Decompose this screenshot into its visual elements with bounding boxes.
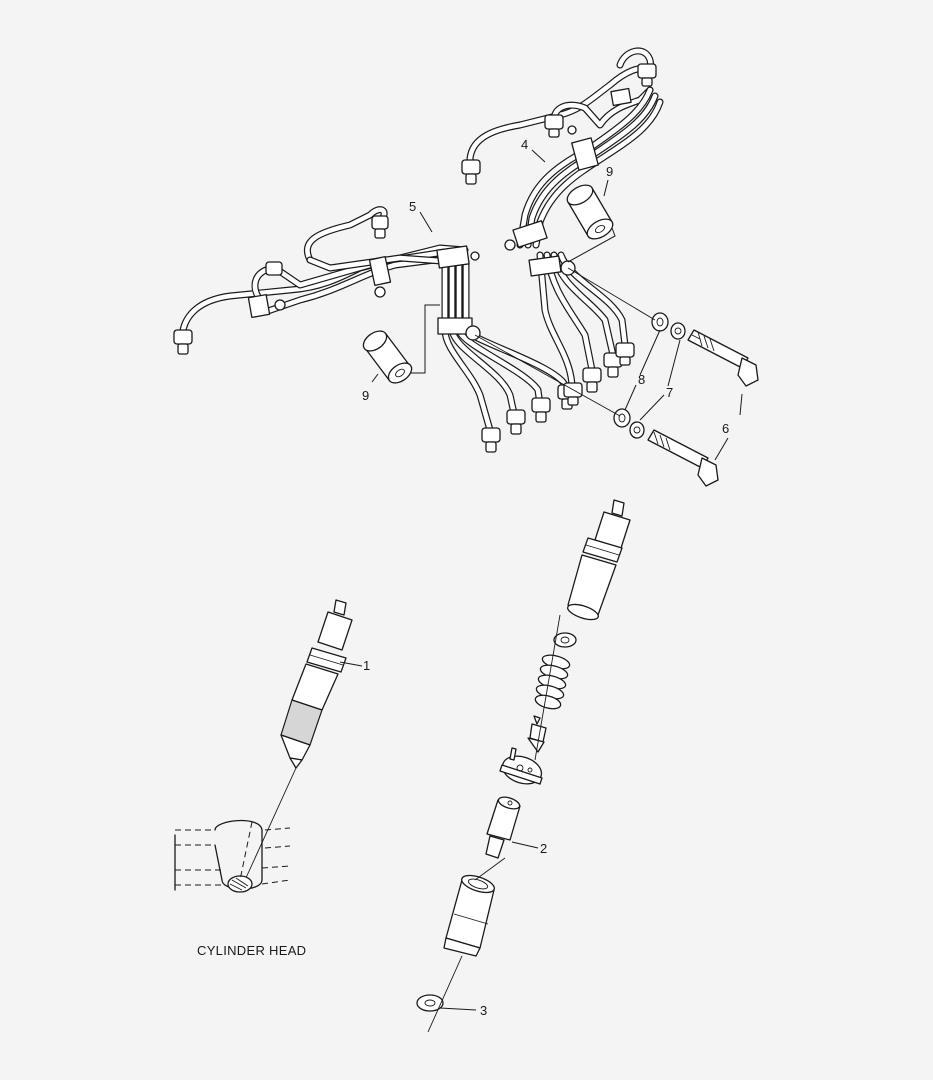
callout-2: 2 (540, 841, 547, 856)
fuel-pipe-bundle-right (461, 47, 664, 406)
spring (534, 654, 571, 710)
pipe-end-nuts-left (173, 215, 577, 453)
injector-exploded (416, 499, 631, 1012)
injector-assembled (280, 599, 353, 769)
cylinder-head-caption: CYLINDER HEAD (197, 943, 306, 958)
damper-sleeve-upper (566, 184, 614, 240)
callout-9-upper: 9 (606, 164, 613, 179)
callout-6: 6 (722, 421, 729, 436)
pipe-end-nuts-right (461, 63, 657, 406)
damper-sleeve-lower (362, 330, 413, 384)
callout-9-lower: 9 (362, 388, 369, 403)
bolt-upper (687, 329, 759, 387)
fuel-pipe-bundle-left (173, 206, 577, 453)
callout-5: 5 (409, 199, 416, 214)
cylinder-head-sketch (174, 819, 291, 893)
callout-3: 3 (480, 1003, 487, 1018)
callout-8: 8 (638, 372, 645, 387)
callout-1: 1 (363, 658, 370, 673)
callout-7: 7 (666, 385, 673, 400)
callout-4: 4 (521, 137, 528, 152)
bolt-lower (647, 429, 719, 487)
callout-leaders (339, 149, 743, 1011)
washers (613, 312, 686, 439)
